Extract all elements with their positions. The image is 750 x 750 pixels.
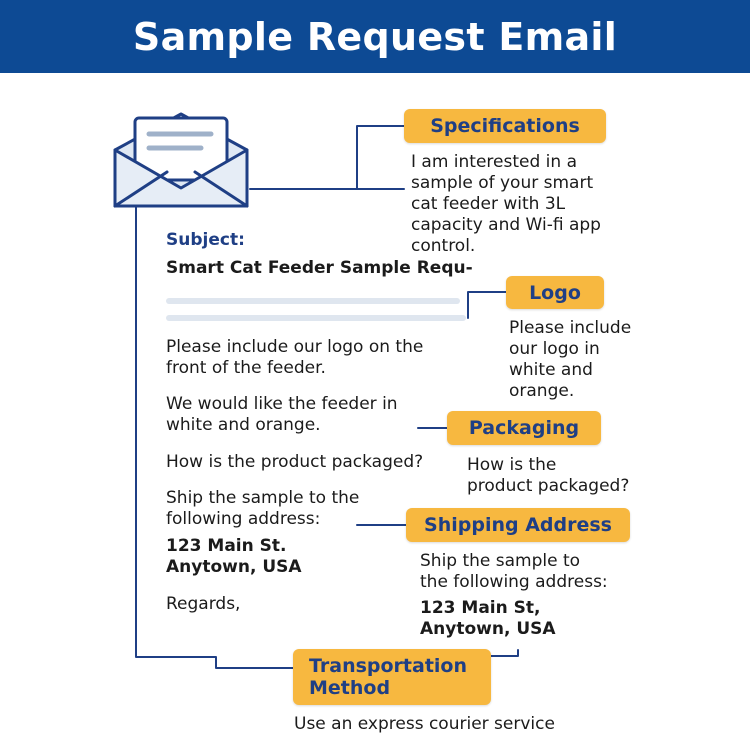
connector-logo: [467, 291, 507, 319]
connector-transportation: [135, 199, 294, 669]
label-packaging: Packaging: [447, 411, 601, 445]
email-color-line-1: We would like the feeder in: [166, 394, 398, 414]
email-logo-line-1: Please include our logo on the: [166, 337, 424, 357]
logo-text-line-2: our logo in: [509, 339, 600, 359]
label-logo-text: Logo: [529, 281, 581, 304]
email-closing: Regards,: [166, 594, 241, 614]
connector-specifications: [249, 125, 405, 190]
label-packaging-text: Packaging: [468, 417, 580, 439]
specifications-text-line-2: sample of your smart: [411, 173, 594, 193]
envelope-icon: [111, 110, 251, 210]
label-shipping-address: Shipping Address: [406, 508, 630, 542]
label-transportation-text-2: Method: [309, 677, 391, 699]
email-ship-line-1: Ship the sample to the: [166, 488, 360, 508]
email-ship-line-2: following address:: [166, 509, 321, 529]
specifications-text-line-4: capacity and Wi-fi app: [411, 215, 601, 235]
shipping-text-line-2: the following address:: [420, 572, 608, 592]
label-transportation-method: Transportation Method: [293, 649, 491, 705]
email-color-line-2: white and orange.: [166, 415, 321, 435]
logo-text-line-4: orange.: [509, 381, 575, 401]
email-address-line-2: Anytown, USA: [166, 557, 302, 577]
email-address-line-1: 123 Main St.: [166, 536, 287, 556]
shipping-address-line-2: Anytown, USA: [420, 619, 556, 639]
shipping-address-line-1: 123 Main St,: [420, 598, 541, 618]
label-specifications-text: Specifications: [430, 115, 580, 137]
subject-label: Subject:: [166, 230, 245, 250]
logo-text-line-3: white and: [509, 360, 593, 380]
subject-value: Smart Cat Feeder Sample Requ-: [166, 258, 473, 278]
logo-text-line-1: Please include: [509, 318, 632, 338]
header-banner: Sample Request Email: [0, 0, 750, 73]
shipping-text-line-1: Ship the sample to: [420, 551, 581, 571]
label-shipping-address-text: Shipping Address: [424, 514, 612, 536]
email-packaging-line: How is the product packaged?: [166, 452, 424, 472]
label-transportation-text-1: Transportation: [309, 655, 468, 677]
specifications-text-line-5: control.: [411, 236, 476, 256]
packaging-text-line-2: product packaged?: [467, 476, 630, 496]
connector-transportation-right: [489, 649, 519, 657]
label-specifications: Specifications: [404, 109, 606, 143]
email-logo-line-2: front of the feeder.: [166, 358, 326, 378]
placeholder-bar: [166, 315, 466, 321]
label-logo: Logo: [506, 276, 604, 309]
page-title: Sample Request Email: [132, 14, 618, 59]
specifications-text-line-1: I am interested in a: [411, 152, 577, 172]
transportation-text: Use an express courier service: [294, 714, 555, 734]
specifications-text-line-3: cat feeder with 3L: [411, 194, 566, 214]
placeholder-bar: [166, 298, 460, 304]
packaging-text-line-1: How is the: [467, 455, 557, 475]
